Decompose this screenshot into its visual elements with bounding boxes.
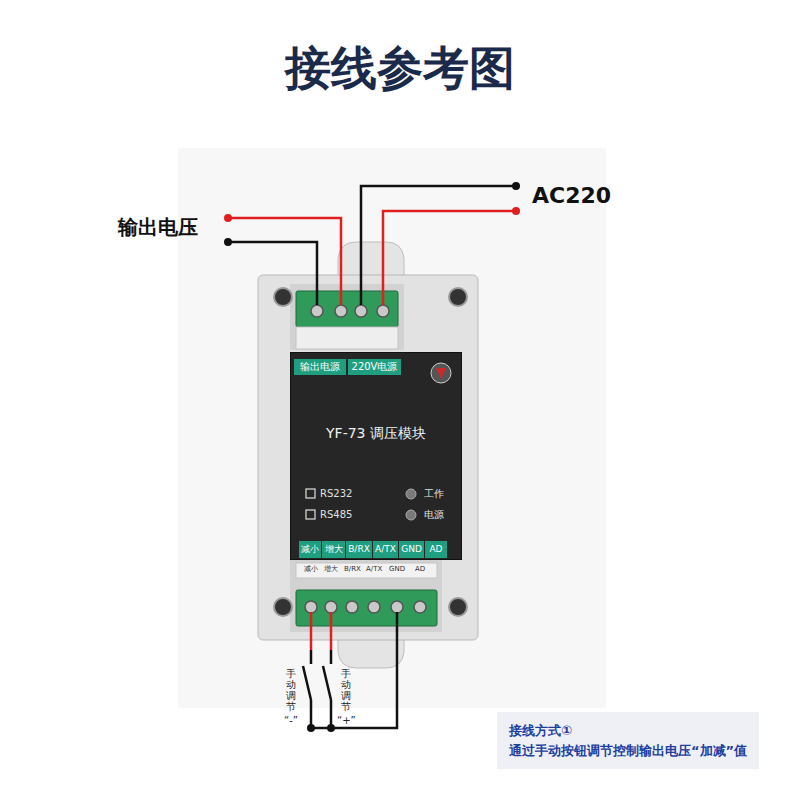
- pin-label-cell: B/RX: [346, 541, 372, 558]
- mounting-hole: [274, 288, 292, 306]
- module-face: YF-73 调压模块 输出电源 220V电源减小增大 B/RX A/TX GND AD: [290, 352, 462, 560]
- node-text: 220V电源: [352, 362, 398, 372]
- pin-label-cell: 减小: [299, 541, 321, 558]
- label-band: 输出电源: [294, 359, 346, 375]
- switch-wires: [303, 612, 397, 728]
- node-text: A/TX: [375, 545, 396, 554]
- terminal-group-label: AC220: [532, 184, 611, 208]
- wire-end: [224, 214, 232, 222]
- pin-label: B/RX: [344, 566, 361, 574]
- mounting-hole: [449, 598, 467, 616]
- junction-dot: [327, 724, 335, 732]
- brand-logo: [431, 363, 451, 383]
- label-band: 220V电源: [348, 359, 401, 375]
- indicator-led: [406, 489, 416, 499]
- diagram-title: 接线参考图: [0, 38, 800, 100]
- indicator-led: [406, 510, 416, 520]
- switch-label: 手动调节: [341, 668, 351, 712]
- node-text: B/RX: [348, 545, 370, 554]
- terminal-base: [296, 563, 437, 578]
- pin-label-cell: GND: [399, 541, 424, 558]
- node-text: YF-73 调压模块: [291, 425, 461, 443]
- terminal-group-label: 输出电压: [118, 216, 198, 238]
- terminal-screws: [311, 305, 389, 317]
- pin-label: 减小: [304, 566, 318, 574]
- pin-label: GND: [389, 566, 405, 574]
- terminal-block: [296, 590, 437, 626]
- node-text: 增大: [325, 545, 343, 554]
- wire-end: [512, 207, 520, 215]
- pin-label-cell: 增大: [322, 541, 345, 558]
- node-text: 输出电源: [300, 362, 340, 372]
- indicator-label: 电源: [424, 509, 444, 520]
- note-heading: 接线方式①: [509, 721, 747, 741]
- indicator-label: 工作: [424, 488, 444, 499]
- mounting-hole: [274, 598, 292, 616]
- pin-label: 增大: [324, 566, 338, 574]
- terminal-screws: [305, 601, 426, 613]
- pin-label: A/TX: [366, 566, 382, 574]
- node-text: AD: [429, 545, 442, 554]
- pin-label-cell: AD: [425, 541, 447, 558]
- pin-label: AD: [415, 566, 425, 574]
- terminal-base: [296, 327, 398, 349]
- interface-label: RS232: [320, 488, 352, 499]
- switch-label: 手动调节: [286, 668, 296, 712]
- housing-body: [258, 275, 478, 640]
- checkbox: [306, 510, 315, 519]
- terminal-recess: [290, 560, 442, 632]
- note-body: 通过手动按钮调节控制输出电压“加减”值: [509, 741, 747, 761]
- wire-end: [224, 238, 232, 246]
- terminal-recess: [290, 284, 404, 350]
- interface-label: RS485: [320, 509, 352, 520]
- junction-dot: [307, 724, 315, 732]
- switch-sign: “+”: [337, 715, 356, 726]
- note-box: 接线方式①通过手动按钮调节控制输出电压“加减”值: [497, 712, 759, 769]
- wires: [228, 186, 516, 305]
- switch-sign: “-”: [284, 715, 298, 726]
- node-text: 减小: [301, 545, 319, 554]
- photo-ground: [178, 148, 606, 708]
- checkbox: [306, 489, 315, 498]
- brand-logo: [436, 368, 446, 379]
- mounting-hole: [449, 288, 467, 306]
- node-text: GND: [401, 545, 422, 554]
- pin-label-cell: A/TX: [373, 541, 398, 558]
- wire-end: [512, 182, 520, 190]
